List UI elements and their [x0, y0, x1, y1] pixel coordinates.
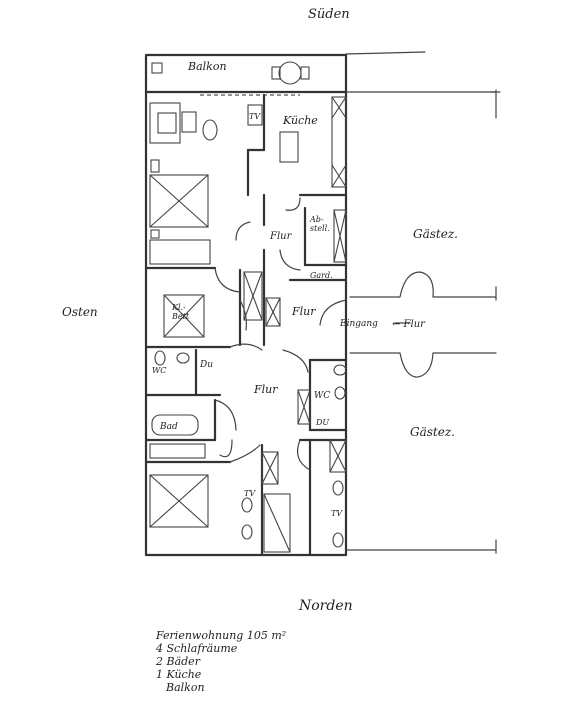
legend: Ferienwohnung 105 m² 4 Schlafräume 2 Bäd… [156, 629, 416, 694]
outer-walls [144, 53, 348, 557]
label-shower-left: Du [199, 360, 213, 370]
label-bath: Bad [159, 422, 178, 432]
label-storage: Ab-stell. [309, 215, 330, 233]
label-tv-kitchen: TV [249, 112, 261, 121]
label-corridor-arrow: ← Flur [392, 319, 426, 330]
label-wardrobe: Gard. [310, 271, 333, 280]
legend-line-area: Ferienwohnung 105 m² [156, 629, 287, 642]
legend-line-balcony: Balkon [166, 681, 205, 694]
label-hall-3: Flur [253, 383, 278, 396]
label-hall-1: Flur [269, 231, 293, 242]
label-folding-bed: Kl.-Bett [171, 303, 190, 321]
label-hall-2: Flur [291, 305, 316, 318]
label-shower-right: DU [315, 418, 329, 427]
compass-south: Süden [308, 7, 350, 22]
label-guest-room-top: Gästez. [413, 227, 458, 241]
legend-line-bedrooms: 4 Schlafräume [156, 642, 238, 655]
legend-line-kitchen: 1 Küche [156, 668, 202, 681]
room-labels: Balkon Küche TV Ab-stell. Flur Gard. Kl.… [152, 60, 458, 518]
compass-east: Osten [62, 305, 98, 319]
label-wc-right: WC [314, 391, 330, 401]
label-tv-left: TV [244, 489, 256, 498]
label-wc-left: WC [152, 366, 166, 375]
label-kitchen: Küche [282, 114, 318, 127]
guest-wing [345, 51, 501, 554]
furniture [149, 61, 347, 553]
door-swings [214, 197, 347, 471]
label-balcony: Balkon [187, 60, 227, 73]
label-entrance: Eingang [339, 319, 378, 329]
label-guest-room-bottom: Gästez. [410, 425, 455, 439]
legend-line-baths: 2 Bäder [156, 655, 200, 668]
compass-north: Norden [298, 598, 353, 614]
label-tv-right: TV [331, 509, 343, 518]
